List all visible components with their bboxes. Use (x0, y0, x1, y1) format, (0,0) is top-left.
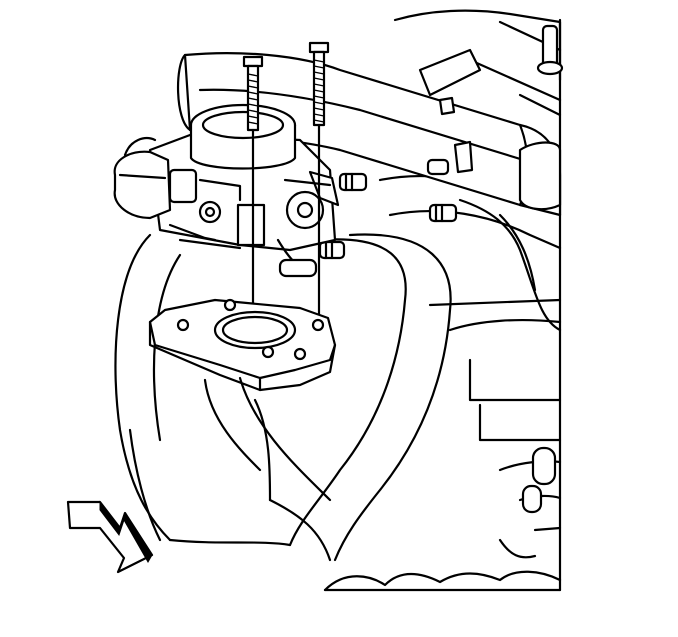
front-of-vehicle-arrow (66, 500, 154, 574)
throttle-body-gasket (148, 298, 337, 392)
hose-fitting-4 (426, 158, 450, 176)
mounting-stud-right (308, 41, 330, 327)
engine-block (323, 9, 562, 592)
intake-manifold-runners (114, 175, 562, 562)
throttle-body (113, 103, 340, 278)
throttle-body-mounting-studs (242, 41, 330, 334)
vacuum-hose-fittings (318, 158, 458, 260)
hose-fitting-2 (428, 203, 458, 223)
mounting-stud-left (242, 55, 264, 334)
hose-fitting-3 (318, 240, 346, 260)
hose-fitting-1 (338, 172, 368, 192)
fuel-rail (177, 24, 564, 217)
